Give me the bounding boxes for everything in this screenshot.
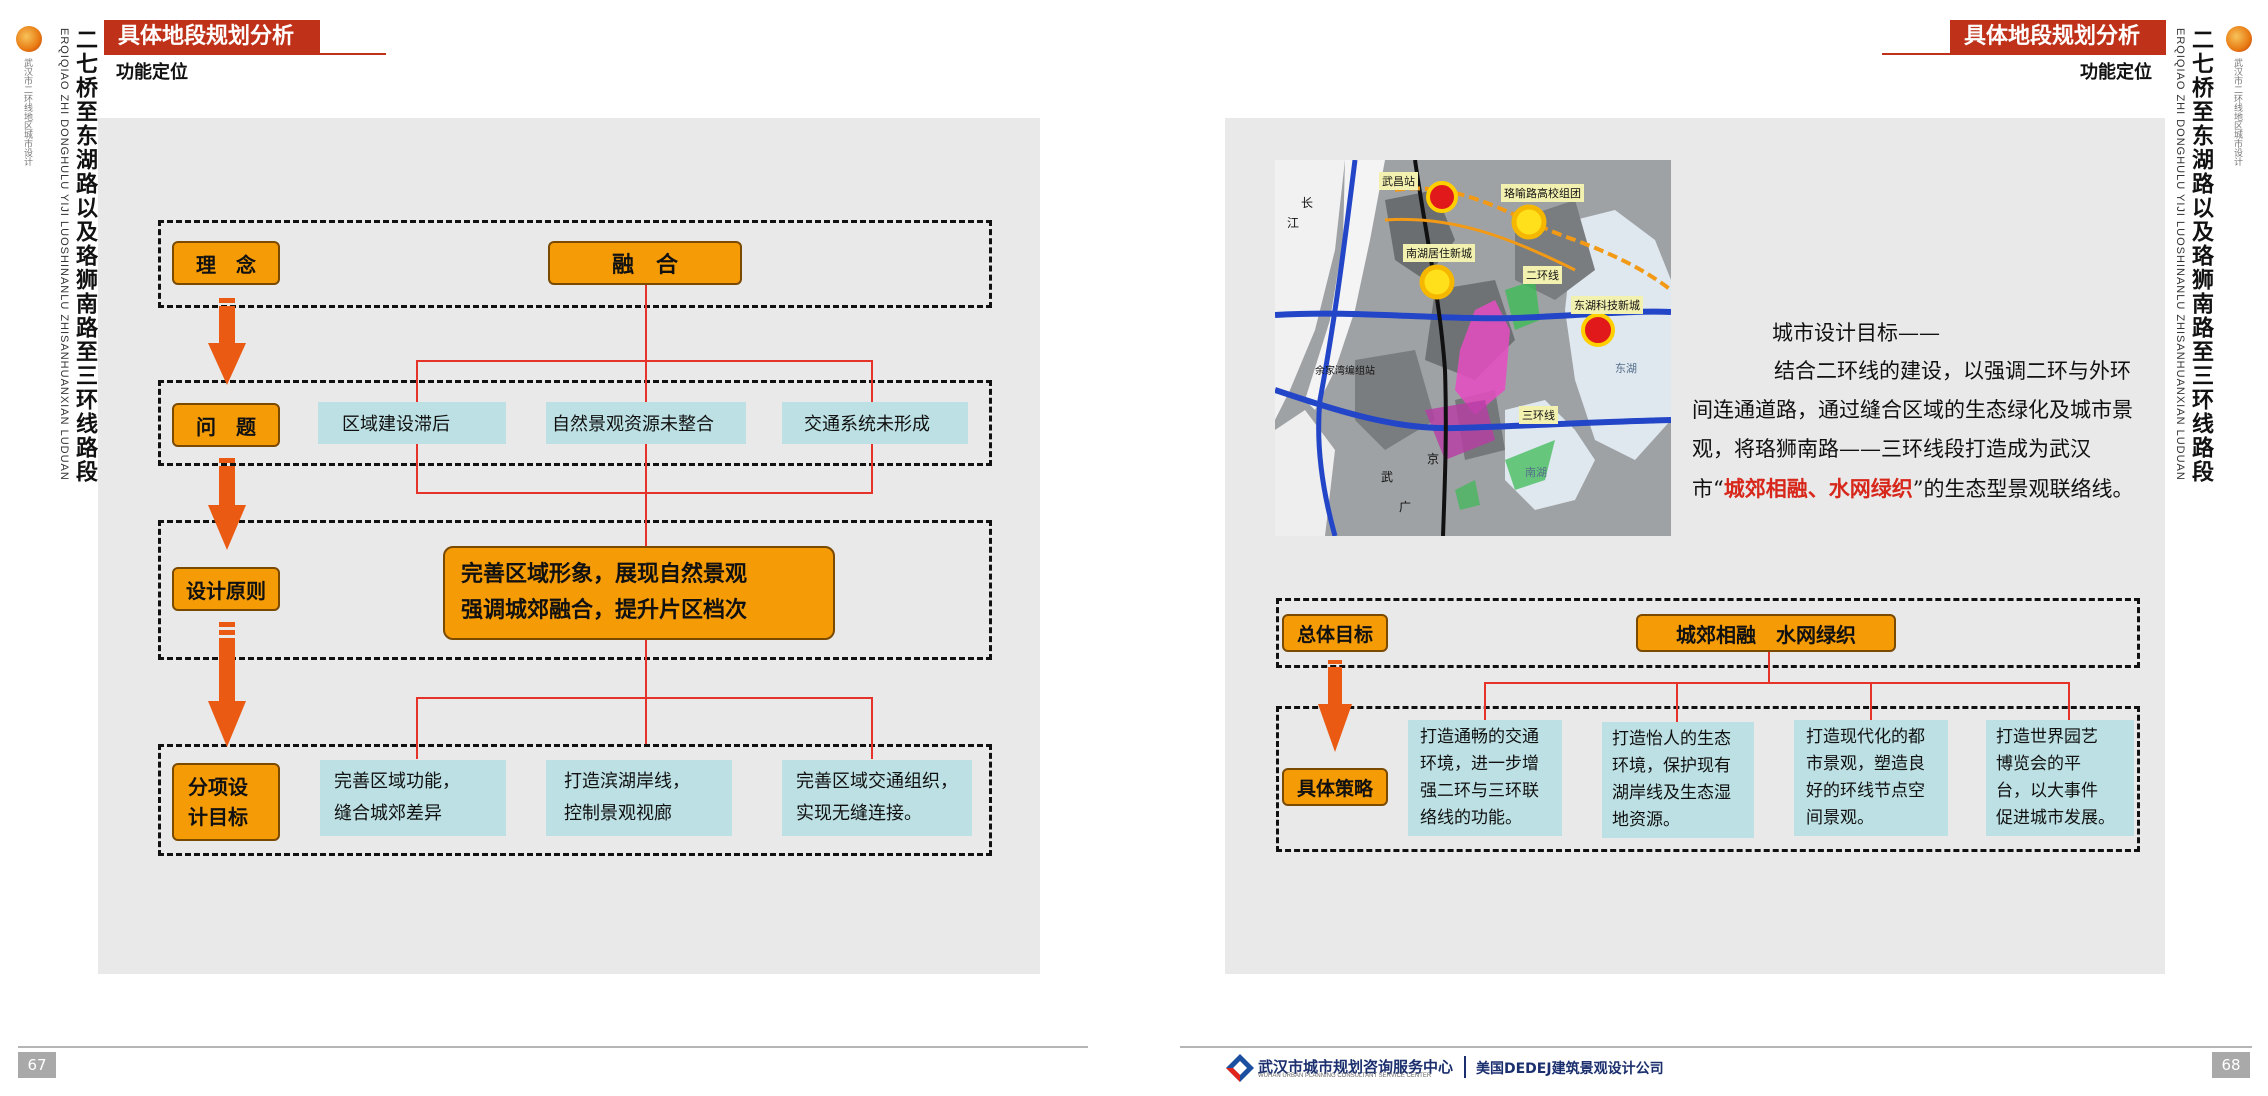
side-pinyin: ERQIQIAO ZHI DONGHULU YIJI LUOSHINANLU Z… — [2174, 28, 2186, 481]
footer-rule — [18, 1046, 1088, 1048]
goal-highlight: 城郊相融、水网绿织 — [1723, 476, 1913, 501]
strategy-item: 打造现代化的都市景观，塑造良好的环线节点空间景观。 — [1794, 720, 1948, 836]
logo-icon — [16, 26, 42, 52]
header-badge: 具体地段规划分析 — [1950, 20, 2166, 54]
map-label: 武昌站 — [1379, 172, 1418, 190]
footer-org1-en: WUHAN URBAN PLANNING CONSULTANT SERVICE … — [1258, 1073, 1432, 1079]
problem-item: 交通系统未形成 — [782, 402, 968, 444]
map-label: 京 — [1427, 452, 1440, 466]
map-label: 东湖 — [1615, 362, 1637, 375]
target-item: 完善区域功能， 缝合城郊差异 — [320, 760, 506, 836]
map-label: 三环线 — [1519, 406, 1558, 424]
row-label-principle: 设计原则 — [172, 567, 280, 611]
problem-item: 区域建设滞后 — [318, 402, 506, 444]
map-label: 二环线 — [1523, 266, 1562, 284]
header-badge: 具体地段规划分析 — [104, 20, 320, 54]
side-org: 武汉市二环线地区城市设计 — [2233, 58, 2243, 166]
footer-divider — [1464, 1056, 1466, 1078]
org-logo-icon — [1226, 1054, 1254, 1082]
map-label: 珞喻路高校组团 — [1501, 184, 1584, 202]
map-label: 南湖 — [1525, 466, 1547, 479]
map-label: 武 — [1381, 470, 1394, 484]
side-title: 二七桥至东湖路以及珞狮南路至三环线路段 — [72, 28, 97, 484]
footer-org2: 美国DEDEJ建筑景观设计公司 — [1476, 1061, 1664, 1077]
principle-line: 强调城郊融合，提升片区档次 — [461, 598, 748, 623]
frame-concept — [158, 220, 992, 308]
goal-body: 结合二环线的建设，以强调二环与外环间连通道路，通过缝合区域的生态绿化及城市景观，… — [1692, 359, 2134, 501]
strategy-label: 具体策略 — [1282, 768, 1388, 806]
page-number-left: 67 — [18, 1052, 56, 1078]
header-subtitle: 功能定位 — [2080, 62, 2152, 83]
map-label: 余家湾编组站 — [1315, 366, 1375, 377]
header-rule — [104, 53, 386, 55]
map-label: 广 — [1399, 500, 1412, 514]
strategy-item: 打造通畅的交通环境，进一步增强二环与三环联络线的功能。 — [1408, 720, 1562, 836]
frame-targets — [158, 744, 992, 856]
side-org: 武汉市二环线地区城市设计 — [23, 58, 33, 166]
overall-value: 城郊相融 水网绿织 — [1636, 614, 1896, 652]
footer-org1: 武汉市城市规划咨询服务中心 — [1258, 1058, 1454, 1076]
logo-icon — [2226, 26, 2252, 52]
header-rule — [1882, 53, 2166, 55]
strategy-item: 打造世界园艺博览会的平台，以大事件促进城市发展。 — [1986, 720, 2134, 836]
side-pinyin: ERQIQIAO ZHI DONGHULU YIJI LUOSHINANLU Z… — [58, 28, 70, 481]
location-map: 武昌站 珞喻路高校组团 南湖居住新城 二环线 东湖科技新城 三环线 长 江 余家… — [1275, 160, 1671, 536]
problem-item: 自然景观资源未整合 — [546, 402, 746, 444]
principle-line: 完善区域形象，展现自然景观 — [461, 562, 748, 587]
overall-label: 总体目标 — [1282, 614, 1388, 652]
row-label-concept: 理 念 — [172, 241, 280, 285]
page-number-right: 68 — [2212, 1052, 2250, 1078]
concept-box: 融 合 — [548, 241, 742, 285]
strategy-item: 打造怡人的生态环境，保护现有湖岸线及生态湿地资源。 — [1602, 722, 1754, 838]
footer-rule — [1180, 1046, 2252, 1048]
header-subtitle: 功能定位 — [116, 62, 188, 83]
side-title: 二七桥至东湖路以及珞狮南路至三环线路段 — [2188, 28, 2213, 484]
target-item: 完善区域交通组织， 实现无缝连接。 — [782, 760, 972, 836]
frame-overall — [1276, 598, 2140, 668]
goal-title: 城市设计目标—— — [1772, 321, 1940, 345]
frame-principle — [158, 520, 992, 660]
frame-problems — [158, 380, 992, 466]
row-label-problems: 问 题 — [172, 403, 280, 447]
frame-strategies — [1276, 706, 2140, 852]
row-label-targets: 分项设计目标 — [172, 763, 280, 841]
target-item: 打造滨湖岸线， 控制景观视廊 — [546, 760, 732, 836]
map-label: 东湖科技新城 — [1571, 296, 1643, 314]
map-label: 江 — [1287, 216, 1300, 230]
principle-box: 完善区域形象，展现自然景观 强调城郊融合，提升片区档次 — [443, 546, 835, 640]
map-label: 长 — [1301, 196, 1314, 210]
map-label: 南湖居住新城 — [1403, 244, 1475, 262]
